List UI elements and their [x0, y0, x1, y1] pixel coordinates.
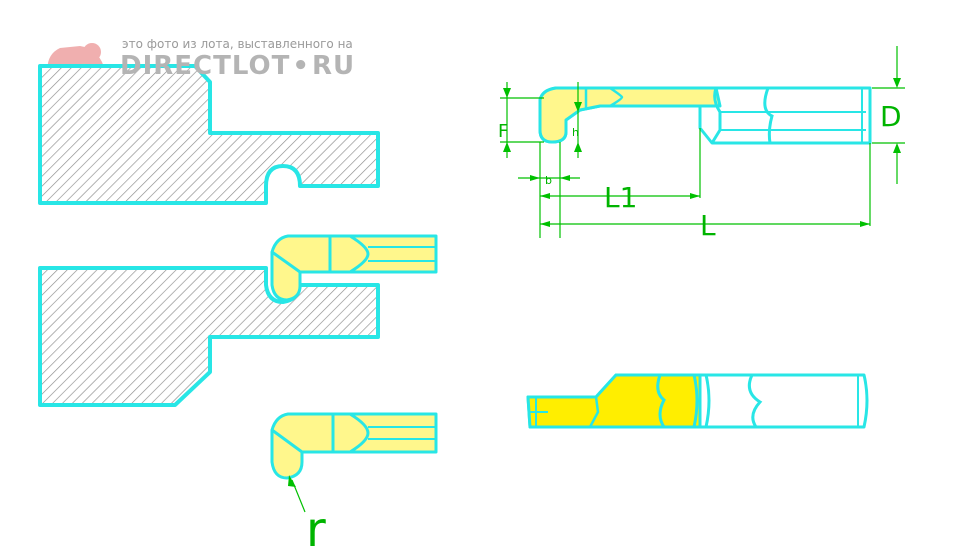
label-r: r — [306, 502, 326, 558]
label-L: L — [700, 209, 716, 242]
tool-side-view — [526, 373, 869, 429]
label-F: F — [498, 121, 508, 142]
label-L1: L1 — [604, 181, 637, 214]
watermark-brand-left: DIRECTLOT — [120, 51, 291, 81]
watermark-brand: DIRECTLOT•RU — [120, 51, 355, 81]
tool-dimensioned-view — [538, 86, 872, 145]
workpiece-section-lower — [38, 266, 380, 407]
dimension-lines — [500, 46, 905, 238]
watermark-brand-right: RU — [311, 51, 356, 81]
tool-in-bore — [270, 234, 438, 302]
tool-radius-detail — [270, 412, 438, 513]
label-h: h — [572, 126, 579, 139]
watermark-caption: это фото из лота, выставленного на — [122, 37, 353, 51]
label-D: D — [880, 100, 902, 133]
label-b: b — [545, 174, 552, 187]
workpiece-section — [38, 64, 380, 205]
watermark-brand-dot: • — [292, 51, 310, 81]
